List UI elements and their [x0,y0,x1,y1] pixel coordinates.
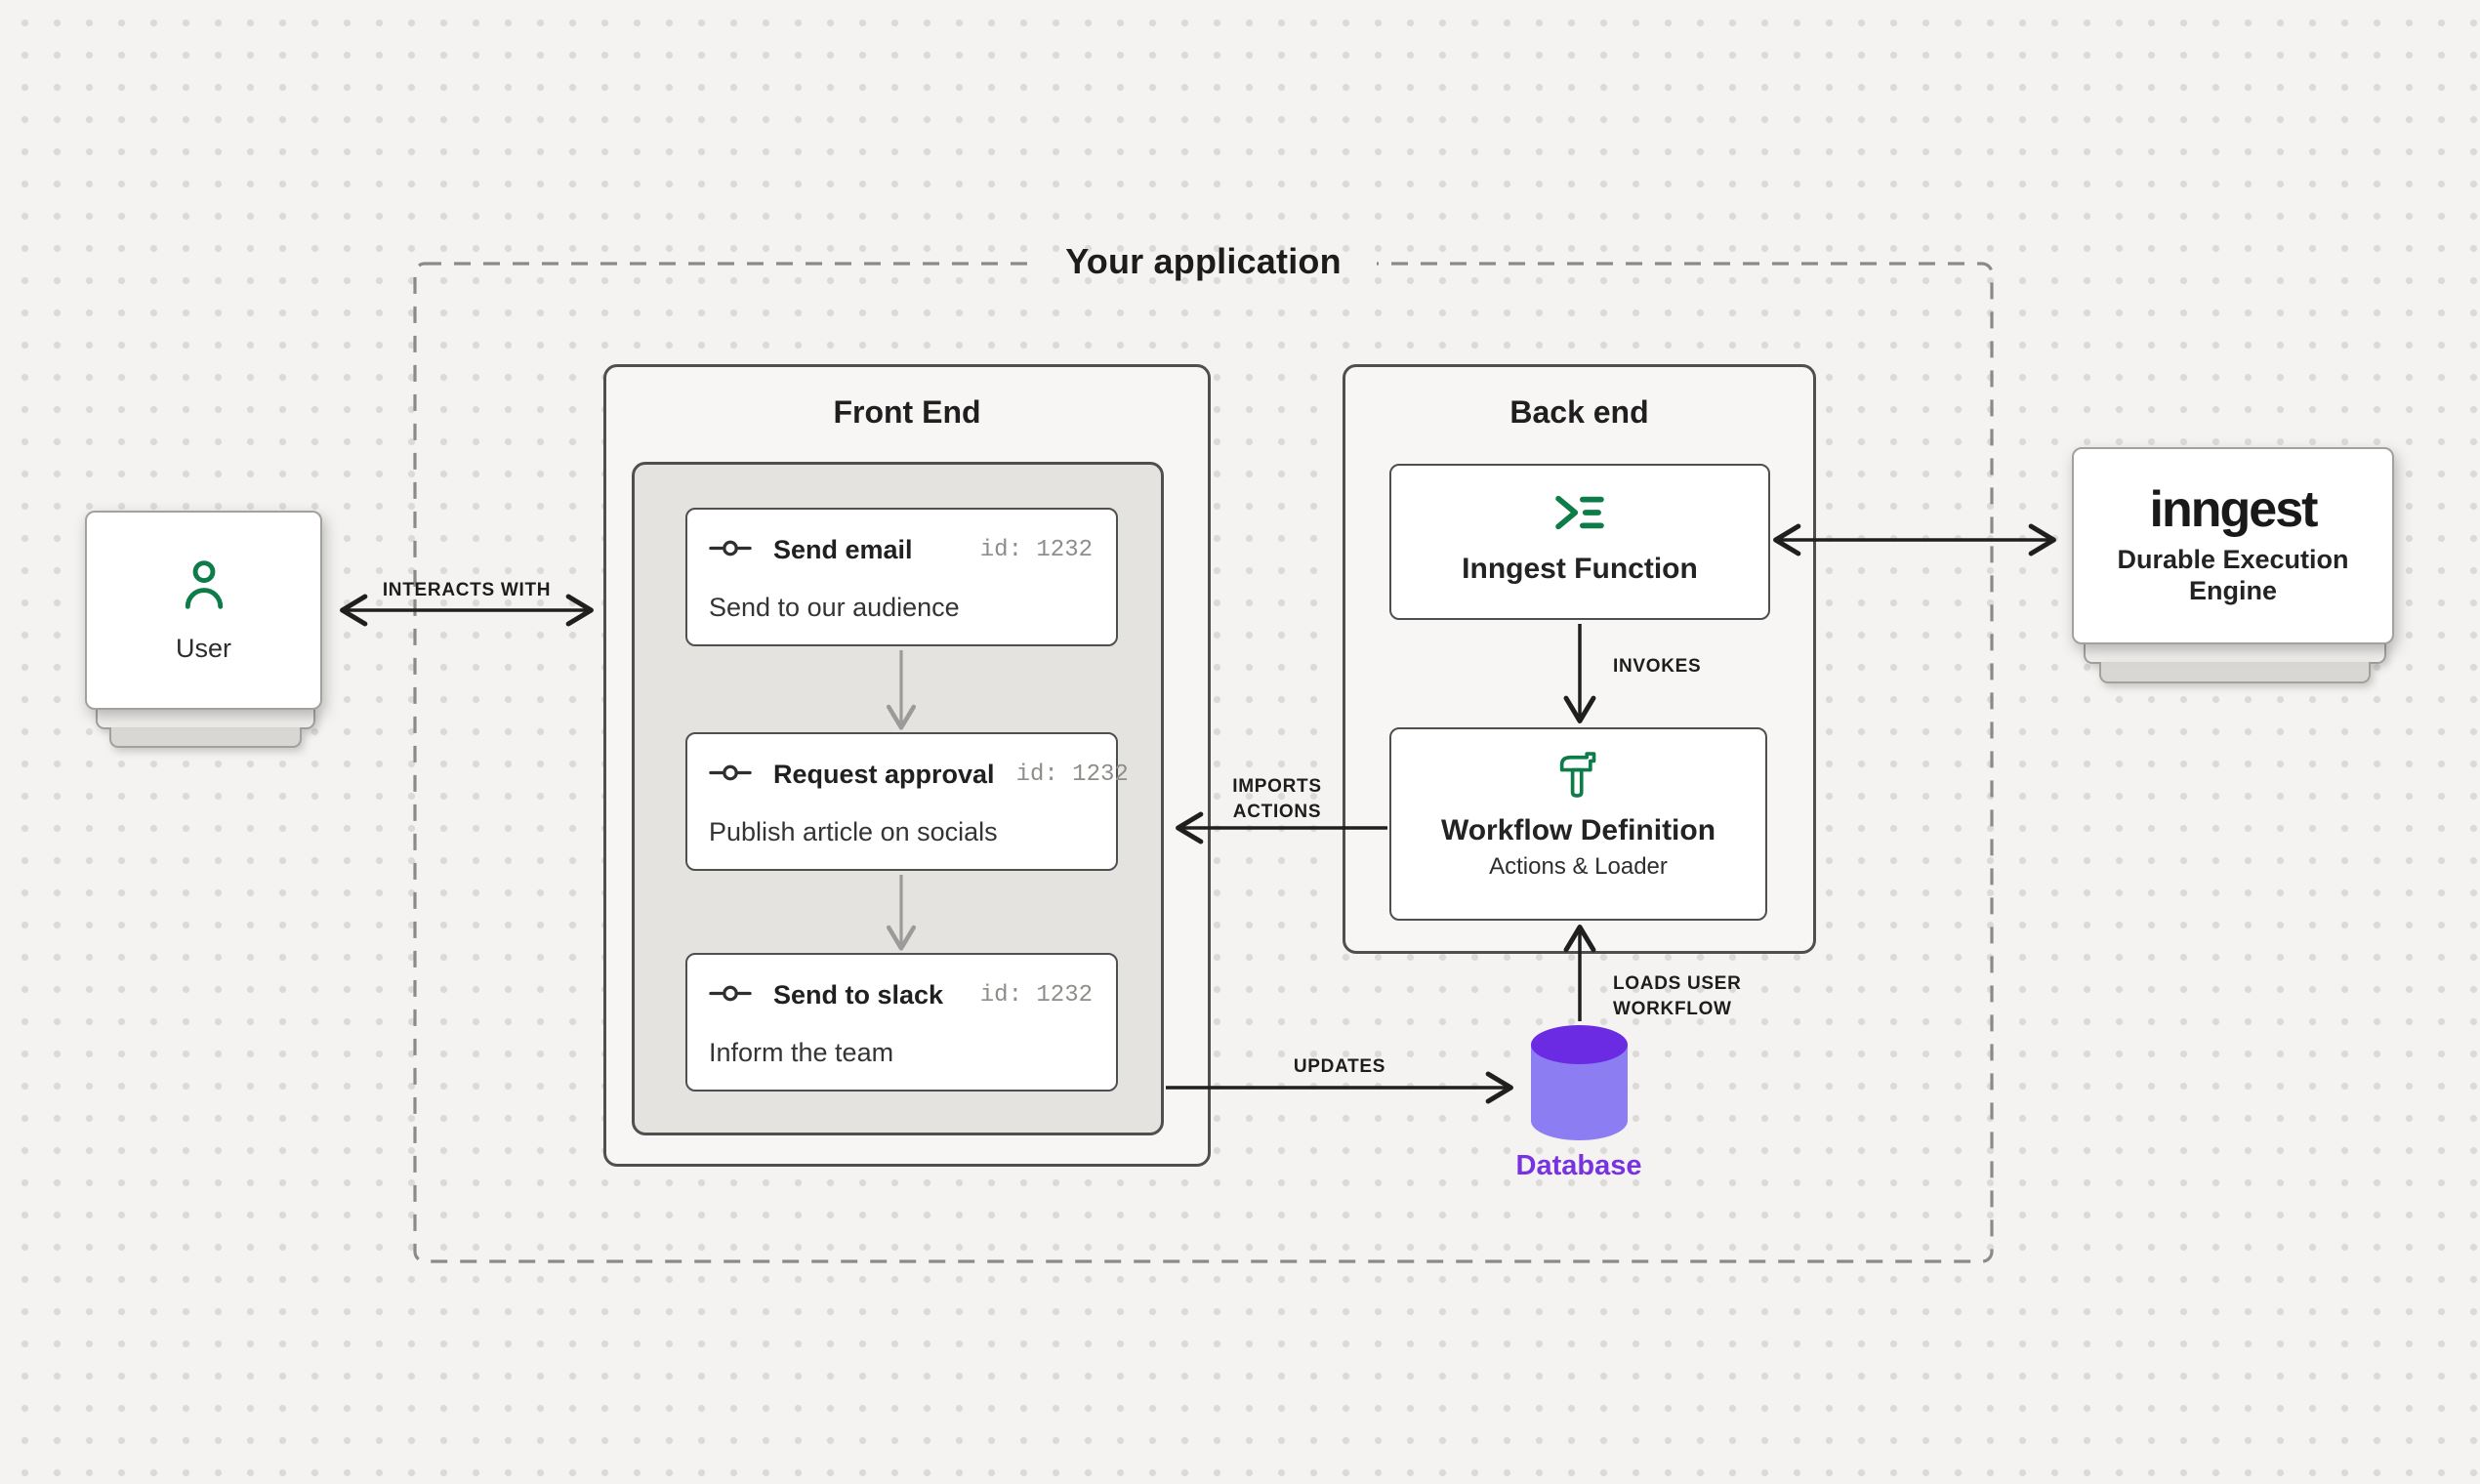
workflow-definition-title: Workflow Definition [1440,814,1716,846]
workflow-card-request-approval: Request approval id: 1232 Publish articl… [685,732,1129,871]
loads-user-workflow-label: LOADS USER WORKFLOW [1613,973,1742,1019]
backend-title: Back end [1509,394,1649,430]
user-node: User [85,511,322,710]
invokes-label: INVOKES [1613,656,1702,677]
workflow-card-send-email: Send email id: 1232 Send to our audience [685,508,1118,646]
commit-icon [709,537,752,564]
inngest-subtitle: Durable Execution Engine [2117,545,2349,605]
database-cylinder-icon [1523,1015,1635,1152]
inngest-logo: inngest [2149,481,2319,539]
card-title: Send email [773,535,913,564]
user-icon [178,556,230,618]
user-node-pedestal-2 [109,727,302,748]
inngest-node-pedestal-1 [2084,642,2386,664]
card-title: Request approval [773,760,995,789]
commit-icon [709,982,752,1010]
user-node-pedestal-1 [96,708,315,729]
workflow-card-send-to-slack: Send to slack id: 1232 Inform the team [685,953,1118,1092]
inngest-function-label: Inngest Function [1462,553,1698,585]
app-boundary-title: Your application [1065,241,1342,281]
frontend-title: Front End [833,394,981,430]
card-id: id: 1232 [979,537,1093,563]
hammer-icon [1558,751,1599,804]
card-id: id: 1232 [1015,762,1129,788]
database-label: Database [1515,1150,1642,1181]
inngest-node-pedestal-2 [2099,662,2371,683]
card-description: Send to our audience [709,593,960,622]
user-node-label: User [175,634,231,663]
workflow-definition-subtitle: Actions & Loader [1489,853,1668,880]
card-title: Send to slack [773,980,944,1010]
workflow-definition-card: Workflow Definition Actions & Loader [1389,727,1767,921]
terminal-list-icon [1554,493,1605,537]
card-description: Publish article on socials [709,817,998,846]
imports-actions-label: IMPORTS ACTIONS [1232,776,1322,822]
commit-icon [709,762,752,789]
card-id: id: 1232 [979,982,1093,1009]
inngest-function-card: Inngest Function [1389,464,1770,620]
inngest-engine-node: inngest Durable Execution Engine [2072,447,2394,644]
interacts-with-label: INTERACTS WITH [382,580,552,600]
updates-label: UPDATES [1293,1056,1386,1077]
card-description: Inform the team [709,1038,894,1067]
